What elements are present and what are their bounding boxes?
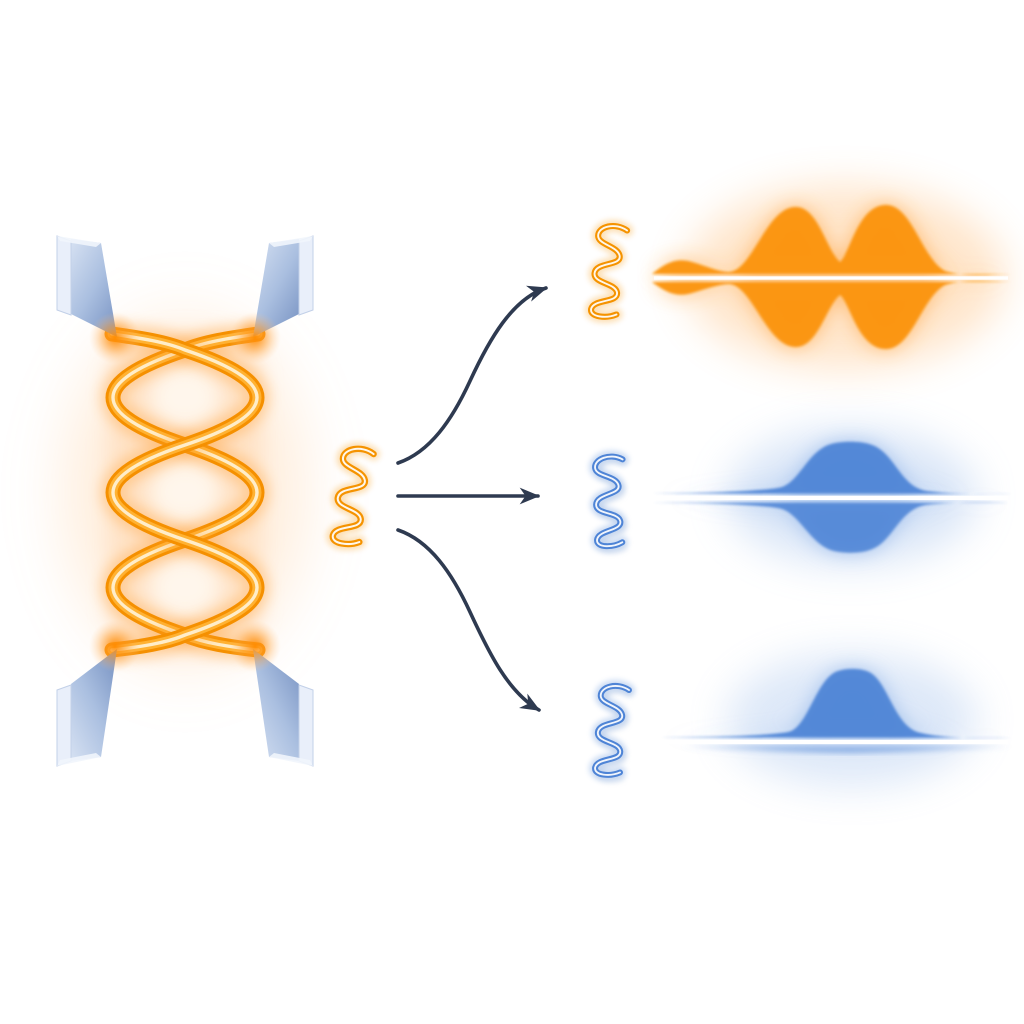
mirror-top-left xyxy=(56,235,117,337)
waveform-pulse-blue-above-axis xyxy=(651,654,1013,786)
arrow-to-bottom-branch xyxy=(396,528,541,712)
axis-slit xyxy=(654,495,1008,501)
upper-pulse xyxy=(652,668,1012,739)
mirror-edge xyxy=(56,684,72,767)
axis-slit xyxy=(654,276,1008,280)
mirror-face xyxy=(253,649,299,761)
mirror-bottom-left xyxy=(56,649,117,767)
upper-pulse xyxy=(652,441,1012,494)
photon-squiggle-orange xyxy=(591,225,628,318)
mirror-edge xyxy=(298,684,314,767)
waveform-double-peak-orange xyxy=(651,185,1013,369)
mirror-edge xyxy=(56,235,72,316)
branch-bottom-blue xyxy=(594,654,1013,786)
lower-lobes xyxy=(652,281,1012,349)
mode-antinode-glow xyxy=(149,462,221,522)
mirror-bevel xyxy=(269,753,313,766)
mode-antinode-glow xyxy=(149,557,221,617)
lower-pulse xyxy=(652,502,1012,553)
branch-arrows xyxy=(396,285,548,712)
branch-top-orange xyxy=(591,185,1013,369)
mode-antinode-glow xyxy=(149,367,221,427)
axis-slit xyxy=(654,739,1008,745)
mirror-face xyxy=(71,239,117,337)
branch-middle-blue xyxy=(593,429,1013,565)
mirror-bevel xyxy=(57,236,101,247)
mirror-face xyxy=(253,239,299,337)
mirror-bottom-right xyxy=(253,649,314,767)
mirror-face xyxy=(71,649,117,761)
waveform-pulse-blue-mirrored xyxy=(651,429,1013,565)
lower-faint-lobe xyxy=(652,746,1012,753)
mirror-tip-glows xyxy=(89,312,281,672)
photon-squiggle-blue-1 xyxy=(593,456,631,552)
mirror-bevel xyxy=(269,236,313,247)
intracavity-helix-beam xyxy=(100,321,270,663)
upper-lobes xyxy=(652,205,1012,275)
photon-source-squiggle xyxy=(332,447,374,546)
optical-cavity xyxy=(30,235,340,767)
mirror-edge xyxy=(298,235,314,316)
mirror-top-right xyxy=(253,235,314,337)
arrow-to-top-branch xyxy=(396,285,548,465)
mirror-bevel xyxy=(57,753,101,766)
helix-strand-a xyxy=(100,321,270,663)
photon-squiggle-blue-2 xyxy=(594,685,632,781)
